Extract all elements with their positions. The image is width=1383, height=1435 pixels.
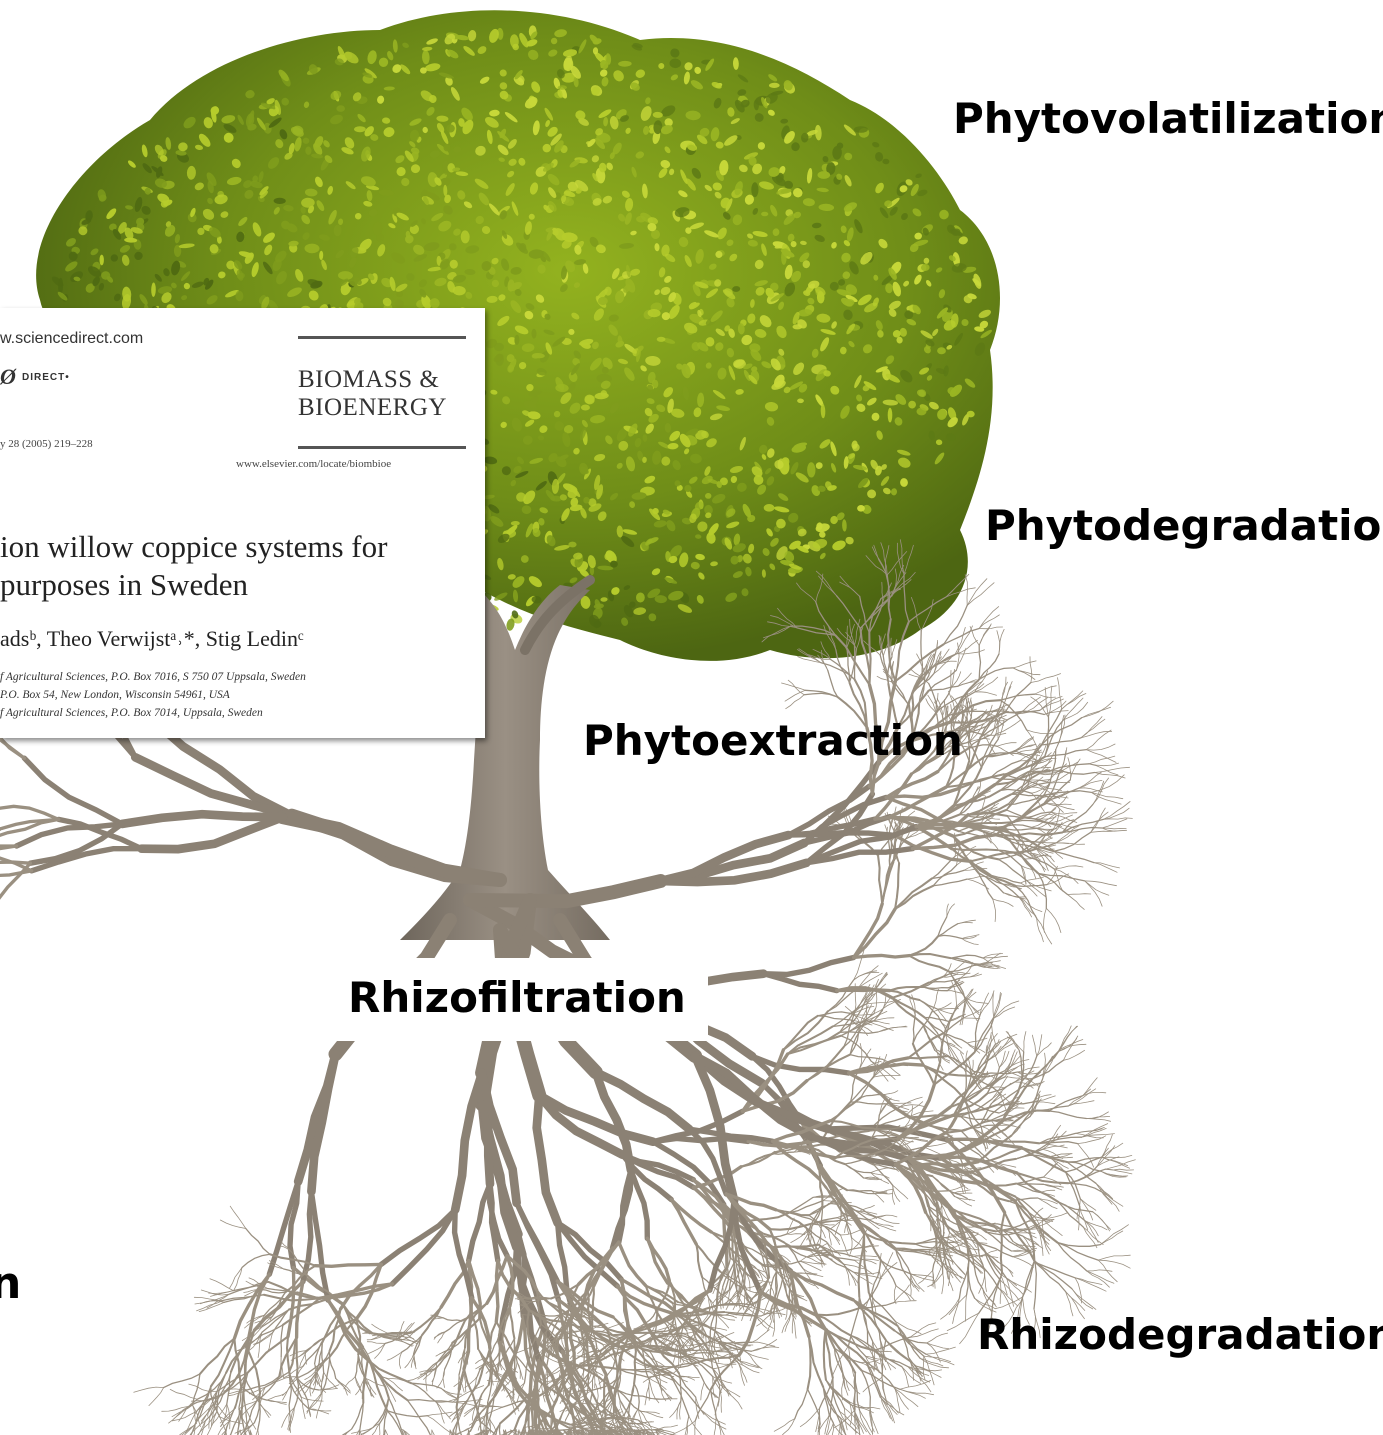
affiliation-2: P.O. Box 54, New London, Wisconsin 54961… [0, 688, 230, 702]
article-title-line2: purposes in Sweden [0, 566, 387, 604]
journal-url: www.elsevier.com/locate/biombioe [236, 458, 391, 470]
sciencedirect-logo: Ø [0, 364, 16, 390]
journal-rule-bottom [298, 446, 466, 449]
label-phytoextraction: Phytoextraction [583, 720, 963, 762]
label-phytodegradation: Phytodegradation [985, 505, 1383, 547]
journal-name: BIOMASS & BIOENERGY [298, 366, 447, 422]
journal-name-line2: BIOENERGY [298, 394, 447, 422]
label-cut-off-left: n [0, 1262, 21, 1306]
article-title-line1: ion willow coppice systems for [0, 528, 387, 566]
affiliation-1: f Agricultural Sciences, P.O. Box 7016, … [0, 670, 306, 684]
label-rhizofiltration: Rhizofiltration [328, 958, 708, 1041]
journal-name-line1: BIOMASS & [298, 366, 447, 394]
journal-volume: y 28 (2005) 219–228 [0, 438, 93, 450]
label-rhizodegradation: Rhizodegradation [977, 1314, 1383, 1356]
sciencedirect-url: w.sciencedirect.com [0, 330, 143, 348]
sciencedirect-logo-text: DIRECT• [22, 372, 70, 383]
journal-article-header: w.sciencedirect.com Ø DIRECT• y 28 (2005… [0, 308, 485, 738]
article-authors: adsᵇ, Theo Verwijstᵃ˒*, Stig Ledinᶜ [0, 626, 304, 652]
journal-rule-top [298, 336, 466, 339]
affiliation-3: f Agricultural Sciences, P.O. Box 7014, … [0, 706, 263, 720]
label-phytovolatilization: Phytovolatilization [953, 98, 1383, 140]
article-title: ion willow coppice systems for purposes … [0, 528, 387, 604]
